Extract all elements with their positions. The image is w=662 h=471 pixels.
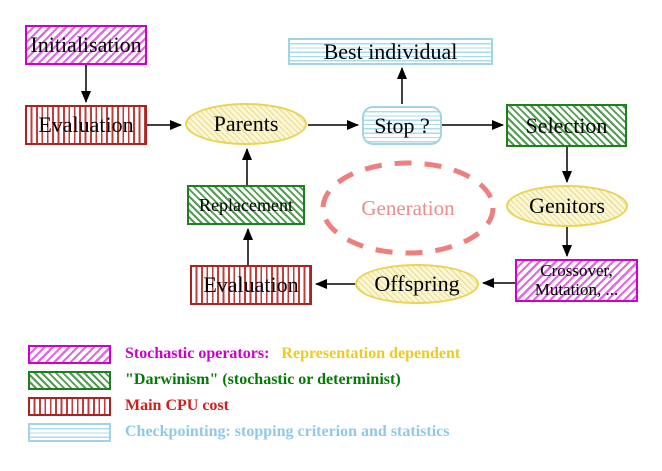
node-parents: Parents bbox=[185, 103, 307, 145]
legend-row-cpu-cost: Main CPU cost bbox=[28, 395, 229, 417]
legend-row-darwinism: "Darwinism" (stochastic or determinist) bbox=[28, 369, 401, 391]
legend-swatch-green-hatch bbox=[28, 370, 111, 390]
legend-label-stochastic: Stochastic operators: bbox=[125, 345, 270, 362]
node-stop: Stop ? bbox=[362, 106, 442, 145]
node-offspring: Offspring bbox=[355, 264, 479, 304]
legend-label-checkpointing: Checkpointing: stopping criterion and st… bbox=[125, 423, 450, 440]
legend-swatch-cyan-stripes bbox=[28, 422, 111, 442]
node-best-individual: Best individual bbox=[288, 38, 493, 65]
legend-swatch-magenta-hatch bbox=[28, 344, 111, 364]
crossover-line1: Crossover, bbox=[540, 260, 613, 280]
legend-label-representation: Representation dependent bbox=[281, 345, 461, 362]
legend-label-cpu-cost: Main CPU cost bbox=[125, 397, 229, 414]
node-selection: Selection bbox=[506, 104, 627, 147]
legend-swatch-red-stripes bbox=[28, 396, 111, 416]
legend-row-stochastic: Stochastic operators: Representation dep… bbox=[28, 343, 460, 365]
node-evaluation-top: Evaluation bbox=[25, 105, 147, 145]
node-replacement: Replacement bbox=[187, 185, 305, 225]
node-crossover-mutation: Crossover, Mutation, ... bbox=[515, 259, 638, 302]
arrow-group bbox=[81, 65, 572, 289]
generation-label: Generation bbox=[361, 196, 455, 220]
legend-label-darwinism: "Darwinism" (stochastic or determinist) bbox=[125, 371, 401, 388]
crossover-line2: Mutation, ... bbox=[534, 279, 619, 299]
node-evaluation-bottom: Evaluation bbox=[190, 265, 312, 305]
node-initialisation: Initialisation bbox=[25, 25, 147, 65]
legend-row-checkpointing: Checkpointing: stopping criterion and st… bbox=[28, 421, 449, 443]
node-genitors: Genitors bbox=[506, 185, 628, 227]
